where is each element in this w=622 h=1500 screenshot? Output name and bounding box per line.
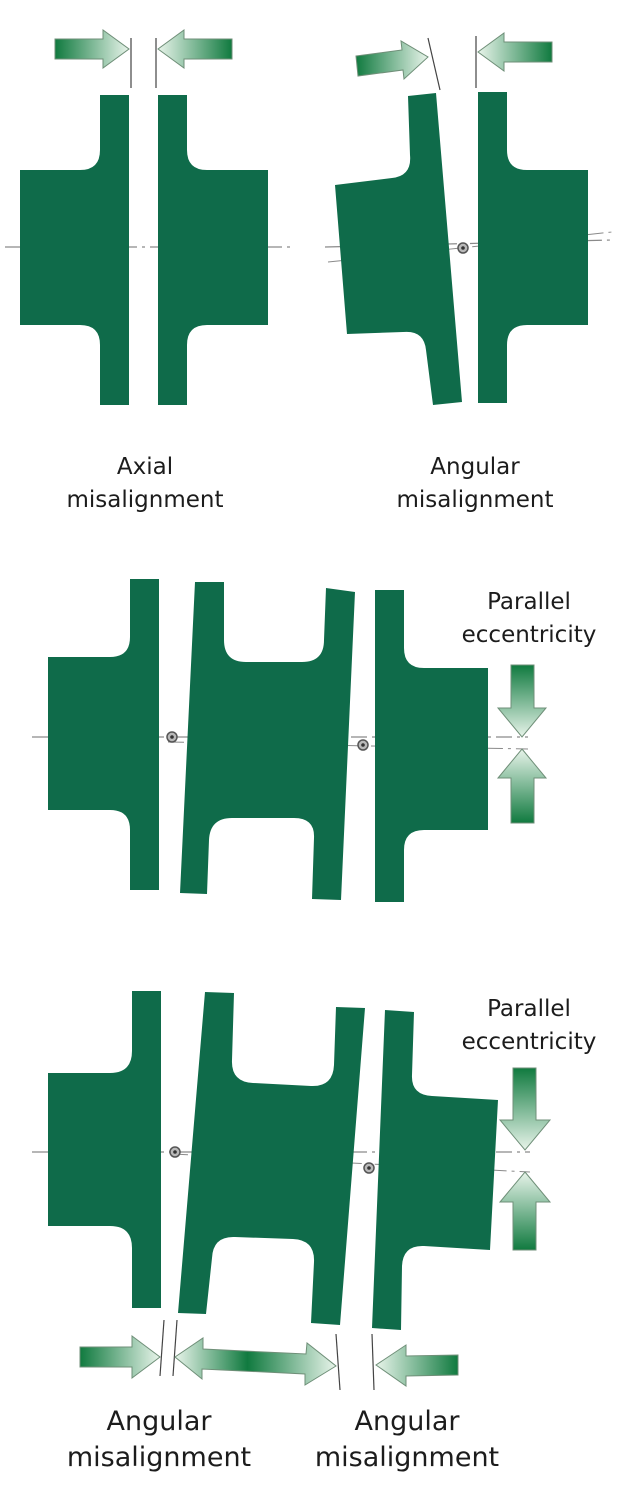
left-flange	[20, 95, 129, 405]
parallel-eccentricity-label: Parallel eccentricity	[461, 589, 597, 648]
right-flange	[478, 92, 588, 403]
gap-marker	[371, 1333, 375, 1391]
right-flange	[375, 590, 488, 902]
angular-misalignment-label: Angular misalignment	[314, 1406, 500, 1473]
arrow-left-icon	[157, 29, 233, 69]
arrow-right-icon	[79, 1335, 161, 1379]
angular-misalignment-panel	[324, 32, 613, 405]
gap-marker	[172, 1319, 178, 1377]
left-flange	[48, 991, 161, 1308]
arrow-down-icon	[496, 664, 548, 738]
combined-misalignment-panel	[32, 991, 552, 1391]
parallel-eccentricity-label: Parallel eccentricity	[461, 996, 597, 1055]
arrow-right-icon	[54, 29, 130, 69]
parallel-eccentricity-panel	[32, 579, 548, 902]
axial-misalignment-label: Axial misalignment	[66, 454, 224, 513]
angular-misalignment-label: Angular misalignment	[396, 454, 554, 513]
arrow-up-icon	[498, 1171, 552, 1251]
tilted-right-flange	[372, 1010, 498, 1330]
spacer-body	[180, 582, 355, 900]
gap-marker	[159, 1319, 165, 1377]
spacer-body	[178, 992, 365, 1325]
tilted-left-flange	[335, 93, 462, 405]
left-flange	[48, 579, 159, 890]
arrow-up-icon	[496, 748, 548, 824]
gap-marker	[335, 1333, 341, 1391]
arrow-right-icon	[355, 40, 429, 81]
angular-misalignment-label: Angular misalignment	[66, 1406, 252, 1473]
double-arrow-icon	[174, 1337, 337, 1386]
right-flange	[158, 95, 268, 405]
axial-misalignment-panel	[5, 29, 290, 405]
arrow-left-icon	[477, 32, 553, 72]
gap-marker	[427, 37, 441, 91]
arrow-left-icon	[375, 1344, 459, 1387]
arrow-down-icon	[498, 1067, 552, 1151]
